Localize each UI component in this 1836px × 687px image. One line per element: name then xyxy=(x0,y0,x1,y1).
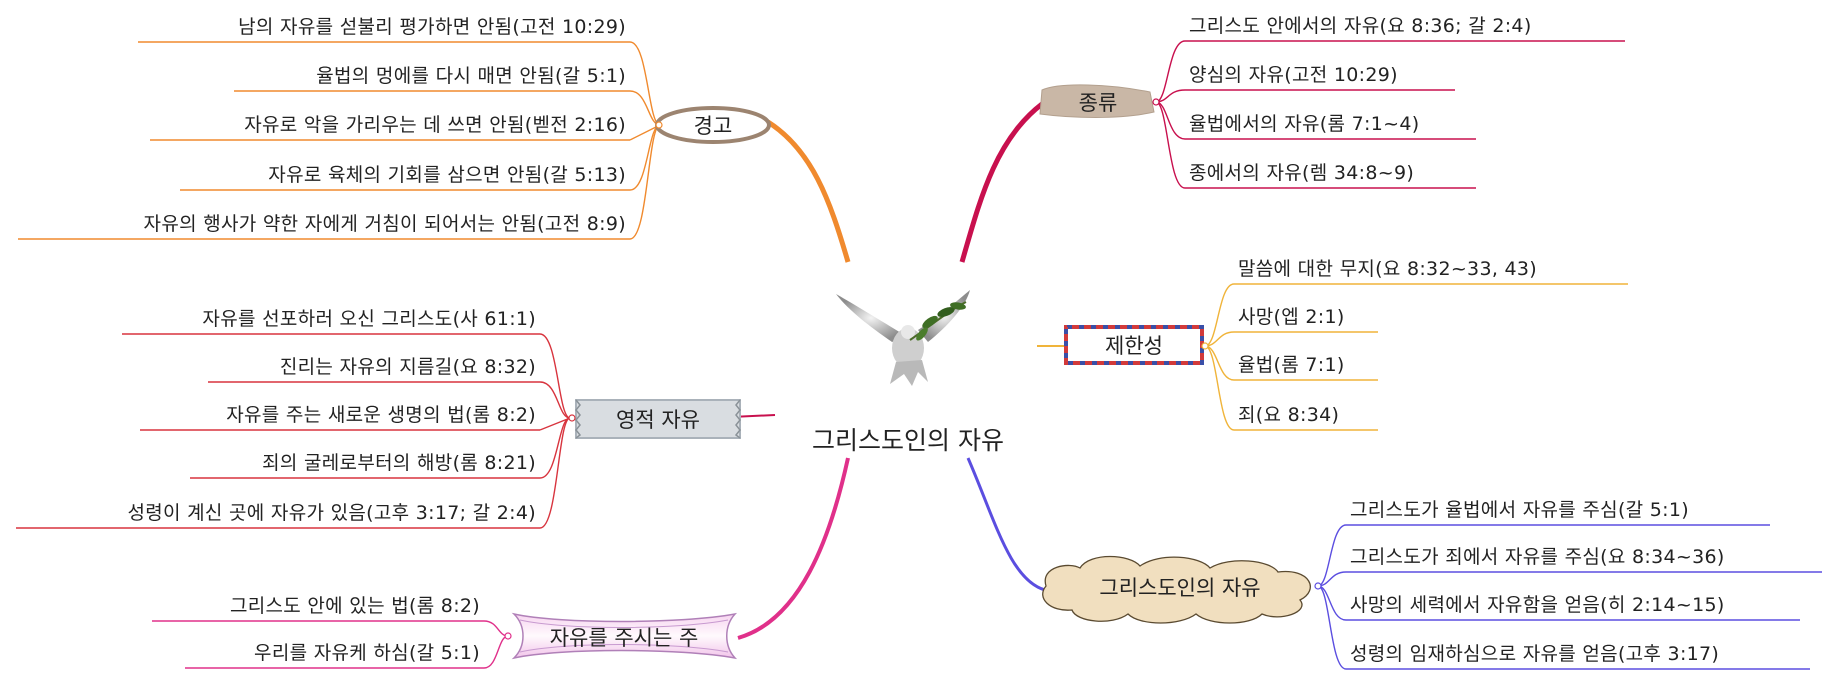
leaf-text: 그리스도 안에서의 자유(요 8:36; 갈 2:4) xyxy=(1189,15,1532,37)
leaf-text: 그리스도가 죄에서 자유를 주심(요 8:34~36) xyxy=(1350,546,1725,568)
topic-kinds[interactable]: 종류 xyxy=(1078,91,1118,115)
kinds-item-2[interactable]: 양심의 자유(고전 10:29) xyxy=(1185,62,1635,90)
leaf-text: 자유로 악을 가리우는 데 쓰면 안됨(벧전 2:16) xyxy=(244,114,626,136)
main-branches xyxy=(709,102,1064,640)
spiritual-topic-shape xyxy=(568,399,741,439)
limits-item-1[interactable]: 말씀에 대한 무지(요 8:32~33, 43) xyxy=(1234,256,1654,284)
warning-topic-shape xyxy=(655,106,771,144)
christian-item-1[interactable]: 그리스도가 율법에서 자유를 주심(갈 5:1) xyxy=(1346,497,1826,525)
leaf-text: 성령의 임재하심으로 자유를 얻음(고후 3:17) xyxy=(1350,643,1720,665)
leaf-text: 성령이 계신 곳에 자유가 있음(고후 3:17; 갈 2:4) xyxy=(127,502,536,524)
leaf-text: 진리는 자유의 지름길(요 8:32) xyxy=(279,356,536,378)
limits-item-4[interactable]: 죄(요 8:34) xyxy=(1234,402,1534,430)
leaf-text: 자유로 육체의 기회를 삼으면 안됨(갈 5:13) xyxy=(268,164,626,186)
leaf-text: 양심의 자유(고전 10:29) xyxy=(1189,64,1398,86)
christian-topic-shape xyxy=(1042,555,1322,624)
christian-item-4[interactable]: 성령의 임재하심으로 자유를 얻음(고후 3:17) xyxy=(1346,641,1832,669)
leaf-text: 율법에서의 자유(롬 7:1~4) xyxy=(1189,113,1420,135)
spiritual-item-4[interactable]: 죄의 굴레로부터의 해방(롬 8:21) xyxy=(60,450,540,478)
topic-limits[interactable]: 제한성 xyxy=(1105,334,1163,358)
leaf-text: 종에서의 자유(렘 34:8~9) xyxy=(1189,162,1415,184)
leaf-underlines xyxy=(16,40,1822,670)
topic-warning[interactable]: 경고 xyxy=(693,114,733,138)
leaf-text: 율법의 멍에를 다시 매면 안됨(갈 5:1) xyxy=(316,65,626,87)
leaf-text: 말씀에 대한 무지(요 8:32~33, 43) xyxy=(1238,258,1538,280)
limits-item-3[interactable]: 율법(롬 7:1) xyxy=(1234,352,1534,380)
spiritual-connectors xyxy=(539,333,571,529)
kinds-connectors xyxy=(1155,40,1186,189)
warning-item-5[interactable]: 자유의 행사가 약한 자에게 거침이 되어서는 안됨(고전 8:9) xyxy=(10,211,630,239)
warning-connectors xyxy=(629,41,661,240)
christian-connectors xyxy=(1317,524,1347,670)
kinds-item-1[interactable]: 그리스도 안에서의 자유(요 8:36; 갈 2:4) xyxy=(1185,13,1635,41)
giver-item-2[interactable]: 우리를 자유케 하심(갈 5:1) xyxy=(100,640,484,668)
central-topic[interactable]: 그리스도인의 자유 xyxy=(812,426,1004,455)
leaf-text: 그리스도가 율법에서 자유를 주심(갈 5:1) xyxy=(1350,499,1689,521)
warning-item-3[interactable]: 자유로 악을 가리우는 데 쓰면 안됨(벧전 2:16) xyxy=(100,112,630,140)
spiritual-item-3[interactable]: 자유를 주는 새로운 생명의 법(롬 8:2) xyxy=(60,402,540,430)
warning-item-4[interactable]: 자유로 육체의 기회를 삼으면 안됨(갈 5:13) xyxy=(100,162,630,190)
topic-christian-freedom[interactable]: 그리스도인의 자유 xyxy=(1099,576,1261,600)
warning-item-2[interactable]: 율법의 멍에를 다시 매면 안됨(갈 5:1) xyxy=(100,63,630,91)
giver-topic-shape xyxy=(504,612,738,660)
kinds-item-4[interactable]: 종에서의 자유(렘 34:8~9) xyxy=(1185,160,1635,188)
leaf-text: 우리를 자유케 하심(갈 5:1) xyxy=(254,642,480,664)
limits-item-2[interactable]: 사망(엡 2:1) xyxy=(1234,304,1534,332)
topic-freedom-giver[interactable]: 자유를 주시는 주 xyxy=(549,626,699,650)
leaf-text: 자유를 선포하러 오신 그리스도(사 61:1) xyxy=(202,308,536,330)
leaf-text: 사망(엡 2:1) xyxy=(1238,306,1345,328)
topic-spiritual-freedom[interactable]: 영적 자유 xyxy=(616,408,700,432)
spiritual-item-2[interactable]: 진리는 자유의 지름길(요 8:32) xyxy=(60,354,540,382)
spiritual-item-1[interactable]: 자유를 선포하러 오신 그리스도(사 61:1) xyxy=(60,306,540,334)
leaf-text: 죄의 굴레로부터의 해방(롬 8:21) xyxy=(262,452,536,474)
christian-item-3[interactable]: 사망의 세력에서 자유함을 얻음(히 2:14~15) xyxy=(1346,592,1832,620)
giver-connectors xyxy=(483,620,509,669)
leaf-text: 죄(요 8:34) xyxy=(1238,404,1340,426)
kinds-topic-shape xyxy=(1039,84,1160,118)
kinds-item-3[interactable]: 율법에서의 자유(롬 7:1~4) xyxy=(1185,111,1635,139)
leaf-text: 율법(롬 7:1) xyxy=(1238,354,1345,376)
christian-item-2[interactable]: 그리스도가 죄에서 자유를 주심(요 8:34~36) xyxy=(1346,544,1832,572)
leaf-text: 자유의 행사가 약한 자에게 거침이 되어서는 안됨(고전 8:9) xyxy=(143,213,626,235)
warning-item-1[interactable]: 남의 자유를 섣불리 평가하면 안됨(고전 10:29) xyxy=(100,14,630,42)
leaf-text: 남의 자유를 섣불리 평가하면 안됨(고전 10:29) xyxy=(238,16,626,38)
spiritual-item-5[interactable]: 성령이 계신 곳에 자유가 있음(고후 3:17; 갈 2:4) xyxy=(8,500,540,528)
leaf-text: 사망의 세력에서 자유함을 얻음(히 2:14~15) xyxy=(1350,594,1725,616)
giver-item-1[interactable]: 그리스도 안에 있는 법(롬 8:2) xyxy=(100,593,484,621)
leaf-text: 그리스도 안에 있는 법(롬 8:2) xyxy=(229,595,480,617)
leaf-text: 자유를 주는 새로운 생명의 법(롬 8:2) xyxy=(226,404,536,426)
limits-topic-shape xyxy=(1064,325,1209,365)
dove-with-olive-branch-icon xyxy=(836,290,970,386)
limits-connectors xyxy=(1204,283,1235,431)
